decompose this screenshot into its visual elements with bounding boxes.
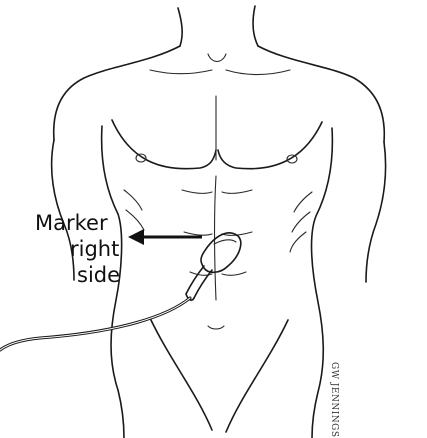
probe-cable <box>0 298 190 350</box>
left-arrow-icon <box>128 229 202 245</box>
marker-label-line-2: right <box>70 237 119 261</box>
marker-label-line-3: side <box>77 263 120 287</box>
ultrasound-probe-icon <box>186 233 241 300</box>
marker-label: Marker right side <box>35 211 120 287</box>
marker-label-line-1: Marker <box>35 211 108 235</box>
artist-signature: GW JENNINGS <box>329 362 339 438</box>
